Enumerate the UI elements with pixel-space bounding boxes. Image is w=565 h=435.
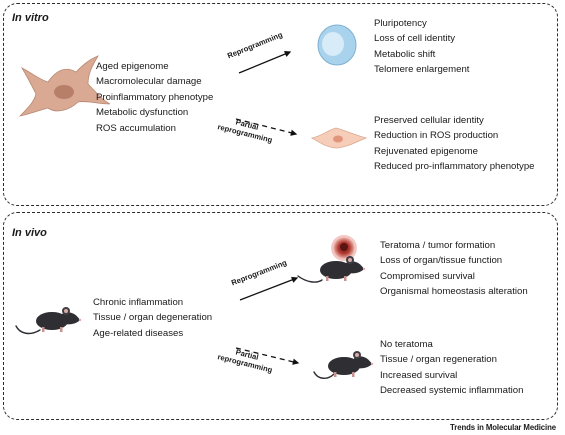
in-vivo-partial-reprogramming-arrow	[235, 347, 300, 365]
list-item: ROS accumulation	[96, 122, 176, 134]
in-vitro-reprogramming-arrow	[238, 50, 292, 74]
in-vivo-reprogramming-outcomes: Teratoma / tumor formation Loss of organ…	[380, 238, 528, 300]
list-item: Organismal homeostasis alteration	[380, 286, 528, 298]
in-vitro-title: In vitro	[12, 12, 49, 24]
list-item: Loss of organ/tissue function	[380, 255, 503, 267]
list-item: Age-related diseases	[93, 327, 184, 339]
list-item: Metabolic shift	[374, 48, 436, 60]
in-vivo-partial-outcomes: No teratoma Tissue / organ regeneration …	[380, 337, 523, 399]
rejuvenated-cell-icon	[310, 127, 368, 149]
list-item: Pluripotency	[374, 18, 427, 29]
in-vitro-partial-outcomes: Preserved cellular identity Reduction in…	[374, 113, 535, 175]
list-item: Aged epigenome	[96, 61, 169, 72]
in-vivo-reprogramming-arrow	[239, 276, 299, 301]
list-item: Tissue / organ degeneration	[93, 312, 213, 324]
list-item: Chronic inflammation	[93, 297, 184, 308]
in-vivo-title: In vivo	[12, 227, 47, 239]
aged-mouse-icon	[15, 307, 82, 335]
list-item: Metabolic dysfunction	[96, 107, 189, 119]
list-item: Macromolecular damage	[96, 76, 202, 88]
in-vitro-aged-features-list: Aged epigenome Macromolecular damage Pro…	[96, 59, 213, 136]
in-vitro-reprogramming-outcomes: Pluripotency Loss of cell identity Metab…	[374, 16, 469, 78]
list-item: Teratoma / tumor formation	[380, 240, 496, 251]
list-item: Rejuvenated epigenome	[374, 145, 479, 157]
in-vitro-partial-reprogramming-arrow	[235, 118, 298, 136]
list-item: Reduced pro-inflammatory phenotype	[374, 161, 535, 173]
list-item: Decreased systemic inflammation	[380, 385, 524, 397]
list-item: Loss of cell identity	[374, 33, 456, 45]
list-item: Telomere enlargement	[374, 64, 470, 76]
journal-credit: Trends in Molecular Medicine	[450, 423, 556, 432]
list-item: Tissue / organ regeneration	[380, 354, 497, 366]
list-item: No teratoma	[380, 339, 433, 350]
aged-cell-icon	[18, 55, 111, 117]
list-item: Compromised survival	[380, 270, 475, 282]
list-item: Increased survival	[380, 369, 458, 381]
list-item: Proinflammatory phenotype	[96, 91, 214, 103]
in-vivo-panel: In vivo	[3, 212, 558, 420]
stem-cell-icon	[317, 24, 357, 66]
teratoma-mouse-icon	[297, 235, 366, 283]
in-vivo-aged-features-list: Chronic inflammation Tissue / organ dege…	[93, 295, 212, 341]
list-item: Reduction in ROS production	[374, 130, 499, 142]
healthy-mouse-icon	[313, 351, 374, 379]
in-vitro-panel: In vitro	[3, 3, 558, 206]
list-item: Preserved cellular identity	[374, 115, 484, 126]
